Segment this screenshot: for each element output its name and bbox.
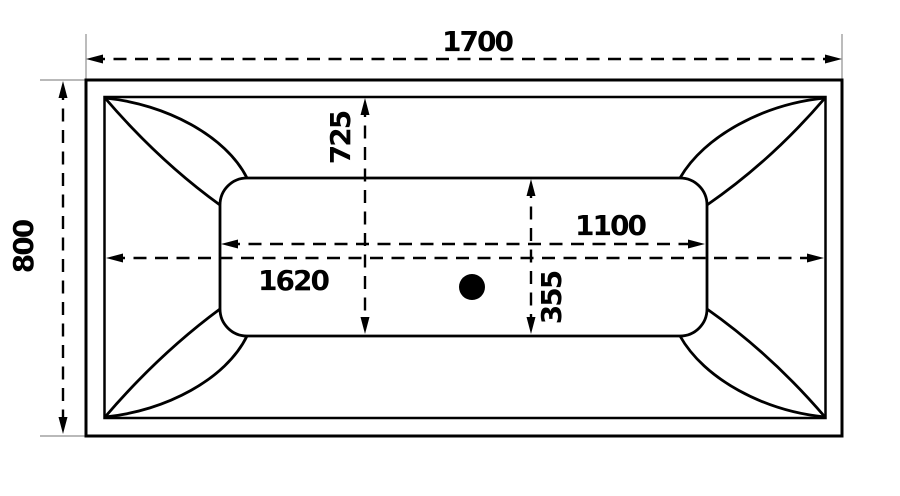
arrow-down-icon [58,417,68,434]
tub-outer-rect [84,78,844,438]
arrow-left-icon [106,253,123,263]
arrow-right-icon [825,54,842,64]
dimension-overall-width: 800 [7,81,68,434]
petal-curve [706,307,827,418]
dimension-label-1700: 1700 [442,25,513,58]
dimension-label-1620: 1620 [258,264,329,297]
arrow-up-icon [526,179,536,196]
petal-curve [706,97,827,207]
dimension-label-800: 800 [7,219,40,273]
drain-hole-icon [459,274,485,300]
dimension-overall-length: 1700 [86,25,842,64]
dimension-rim-length: 1620 [106,253,824,297]
corner-petals [103,96,827,419]
arrow-up-icon [58,81,68,98]
dimension-basin-length: 1100 [221,209,705,249]
petal-top-right [678,96,827,207]
petal-bottom-right [678,307,827,419]
petal-curve [678,335,826,419]
dimension-label-355: 355 [535,271,568,324]
arrow-left-icon [221,239,238,249]
petal-curve [678,96,826,179]
petal-curve [103,97,221,207]
dimension-basin-width: 355 [526,179,568,334]
petal-bottom-left [103,307,249,419]
petal-curve [104,96,249,179]
arrow-down-icon [360,317,370,334]
petal-curve [104,335,249,419]
dimension-label-1100: 1100 [575,209,646,242]
dimension-rim-to-basin: 725 [324,98,370,334]
tub-rim-rect [103,95,827,420]
arrow-left-icon [86,54,103,64]
arrow-right-icon [807,253,824,263]
arrow-up-icon [360,98,370,115]
petal-top-left [103,96,249,207]
petal-curve [103,307,221,418]
arrow-down-icon [526,317,536,334]
extension-lines [40,34,843,437]
dimension-label-725: 725 [324,111,357,164]
arrow-right-icon [688,239,705,249]
